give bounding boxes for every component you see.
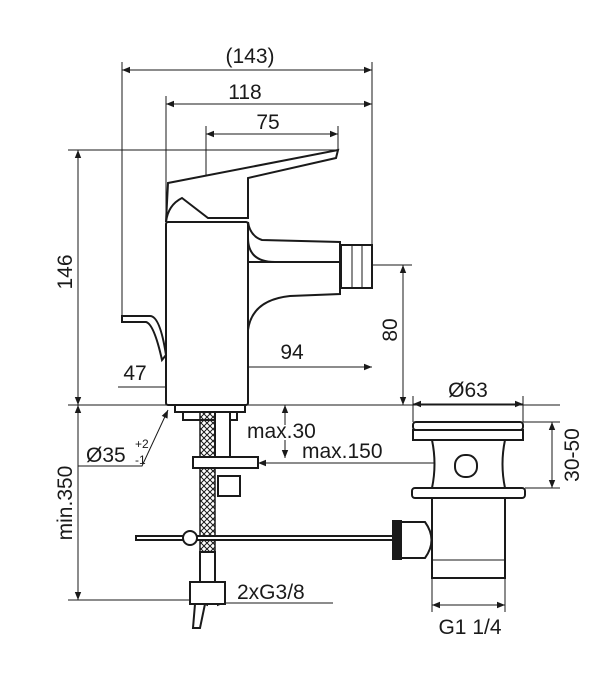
faucet	[121, 148, 395, 629]
dim-body-width: 47	[123, 362, 146, 385]
dim-waste-diameter: Ø63	[448, 379, 488, 402]
dim-waste-thread: G1 1/4	[438, 616, 501, 639]
mounting-bracket	[192, 456, 259, 469]
dim-spout-reach: 118	[228, 81, 261, 104]
dim-max-rod: max.150	[302, 440, 383, 463]
nozzle	[340, 244, 373, 289]
dim-hole-tol-plus: +2	[135, 437, 149, 451]
dimension-labels: (143) 118 75 146 80 94 47 Ø35 +2 -1 min.…	[54, 45, 584, 639]
dim-height: 146	[54, 254, 77, 289]
faucet-body	[165, 221, 249, 406]
pop-up-lift-rod	[121, 315, 168, 363]
flex-hose	[199, 411, 216, 553]
dim-outlet-height: 80	[379, 318, 402, 341]
threaded-stud	[214, 411, 231, 458]
dim-outlet-to-axis: 94	[280, 341, 304, 364]
dim-min-length: min.350	[54, 466, 77, 541]
dim-hole-diameter: Ø35	[86, 444, 126, 467]
dim-max-thickness: max.30	[247, 420, 316, 443]
dim-hole-tol-minus: -1	[135, 453, 146, 467]
dim-connection: 2xG3/8	[237, 581, 305, 604]
dim-overall-depth: (143)	[225, 45, 274, 68]
lever	[165, 148, 340, 223]
dim-lever-length: 75	[256, 111, 279, 134]
pop-up-waste	[392, 421, 526, 579]
dim-waste-range: 30-50	[561, 428, 584, 482]
